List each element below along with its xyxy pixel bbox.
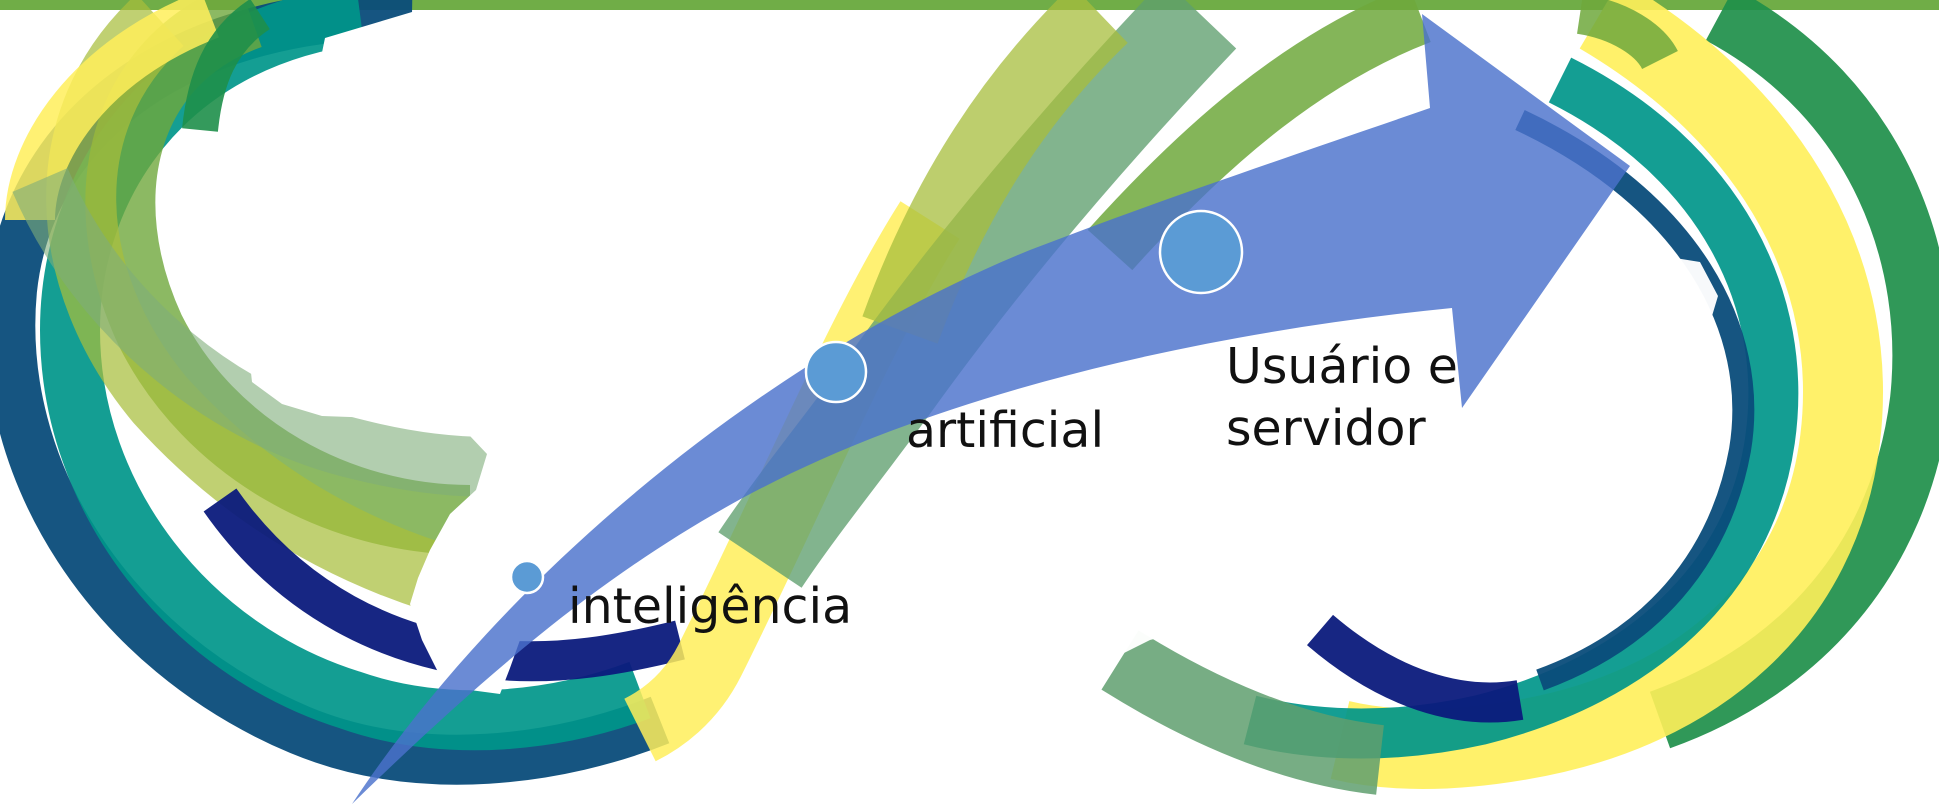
right-loop-ribbon-teal — [1243, 57, 1799, 759]
right-loop-ribbon-sage — [1101, 630, 1385, 795]
right-loop-ribbon-green — [1576, 0, 1678, 71]
step-label-inteligencia: inteligência — [568, 578, 853, 635]
step-label-artificial: artificial — [906, 402, 1105, 459]
step-node-1 — [509, 559, 545, 595]
step-node-3 — [1158, 209, 1244, 295]
crossing-ribbon-lime — [862, 0, 1128, 344]
top-accent-bar — [0, 0, 1939, 10]
step-node-2 — [804, 340, 868, 404]
right-loop-ribbon-blue — [1515, 110, 1755, 691]
process-arrow — [352, 14, 1630, 804]
left-loop — [0, 0, 685, 785]
left-loop-ribbon-dark-green — [182, 0, 271, 132]
left-hole — [230, 12, 960, 694]
right-loop-ribbon-navy — [1306, 614, 1524, 723]
right-loop — [1101, 0, 1939, 795]
step-label-usuario-servidor: Usuário e servidor — [1226, 338, 1458, 457]
